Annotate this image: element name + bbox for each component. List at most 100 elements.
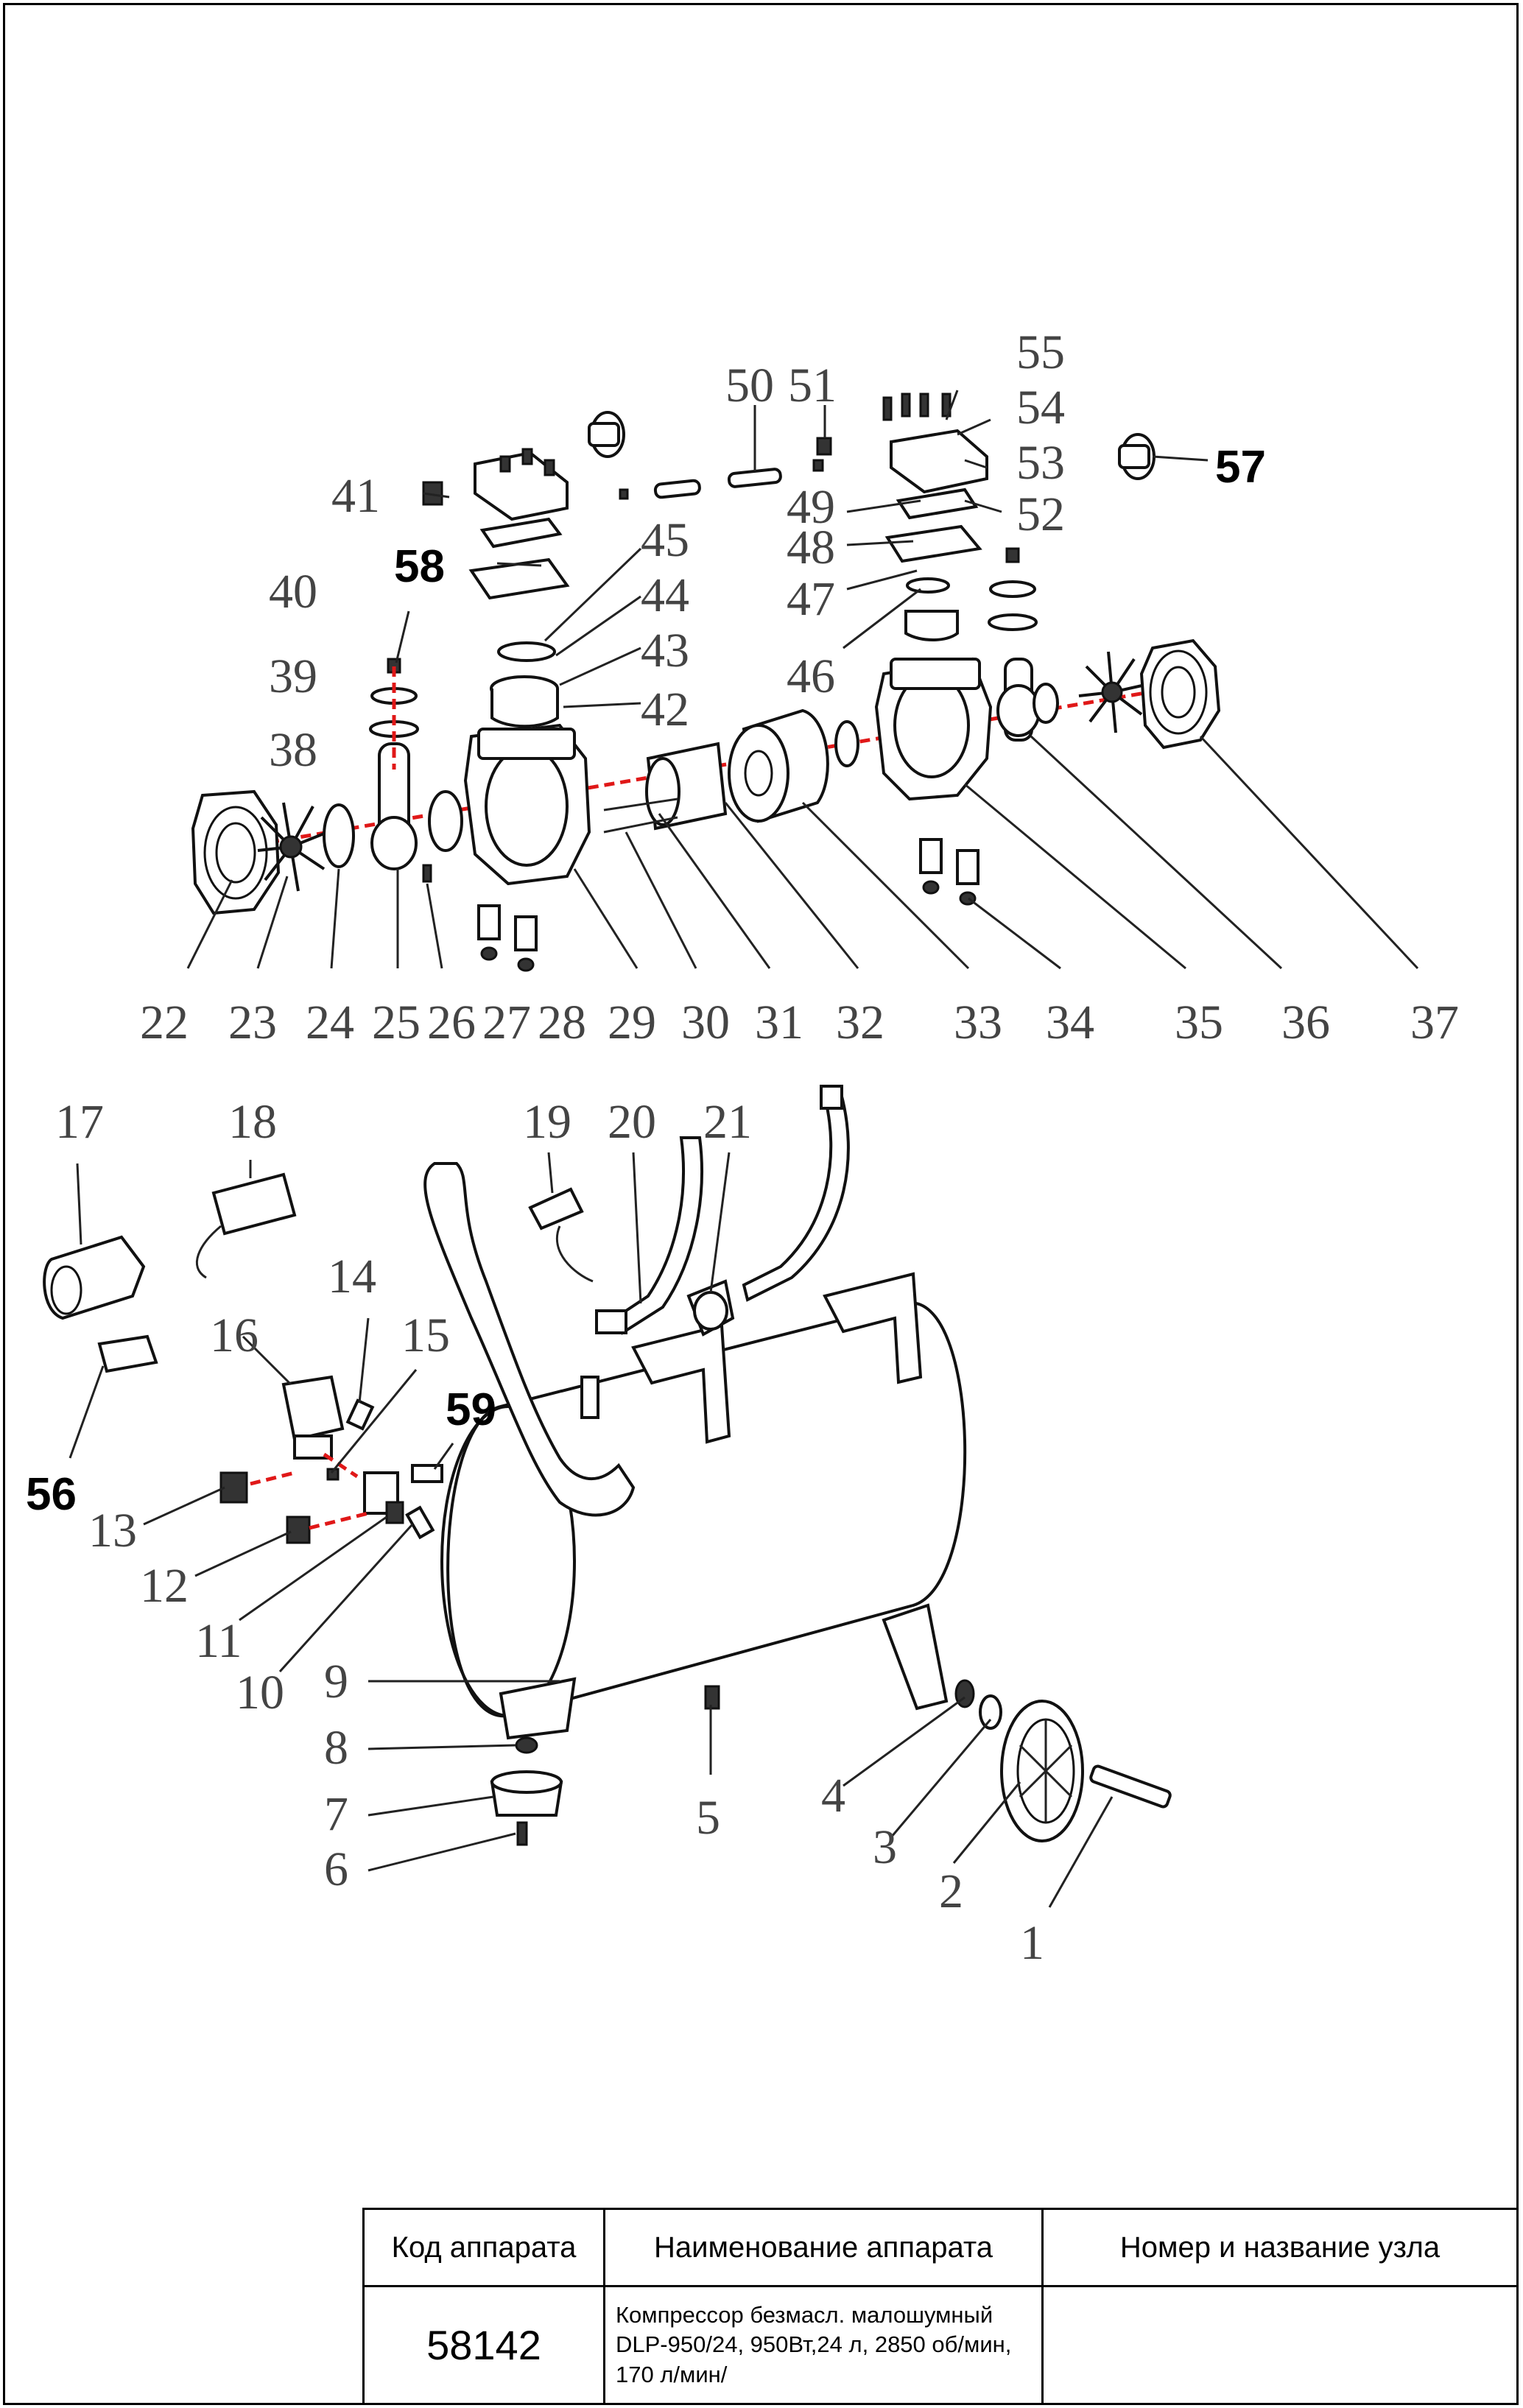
fitting-15	[326, 1468, 340, 1481]
callout-10: 10	[236, 1666, 284, 1719]
callout-32: 32	[836, 996, 884, 1049]
washer-3	[979, 1694, 1002, 1730]
callout-59: 59	[446, 1384, 496, 1435]
callout-27: 27	[482, 996, 531, 1049]
callout-17: 17	[55, 1095, 104, 1149]
check-valve-21	[686, 1279, 735, 1337]
callout-52: 52	[1016, 487, 1065, 541]
callout-12: 12	[140, 1559, 189, 1613]
fitting-59	[411, 1464, 443, 1483]
callout-47: 47	[787, 572, 835, 626]
outlet-pipe	[742, 1085, 850, 1302]
rotor	[603, 742, 728, 834]
callout-40: 40	[269, 565, 317, 619]
callout-24: 24	[306, 996, 354, 1049]
callout-34: 34	[1046, 996, 1094, 1049]
capacitor-18	[195, 1172, 297, 1279]
wheel	[1000, 1700, 1084, 1842]
stator	[728, 708, 829, 823]
fan-right	[1078, 651, 1146, 733]
callout-11: 11	[195, 1614, 242, 1668]
fan-left	[257, 802, 328, 892]
gauge-12	[286, 1515, 311, 1544]
washer-right-1	[989, 580, 1036, 598]
rear-foot	[882, 1603, 949, 1711]
axle-bolt	[1089, 1764, 1172, 1809]
callout-36: 36	[1281, 996, 1330, 1049]
callout-2: 2	[939, 1865, 963, 1918]
callout-48: 48	[787, 521, 835, 574]
callout-labels: 22 23 24 25 26 27 28 29 30 31 32 33 34 3…	[26, 325, 1459, 1970]
callout-45: 45	[641, 513, 689, 567]
callout-37: 37	[1410, 996, 1459, 1049]
fan-guard-left	[191, 789, 281, 915]
callout-14: 14	[328, 1250, 376, 1303]
callout-53: 53	[1016, 436, 1065, 490]
callout-19: 19	[523, 1095, 571, 1149]
callout-25: 25	[372, 996, 421, 1049]
callout-51: 51	[788, 359, 837, 412]
fan-guard-right	[1139, 638, 1221, 750]
callout-29: 29	[608, 996, 656, 1049]
callout-13: 13	[88, 1504, 137, 1557]
nut-8	[515, 1736, 538, 1754]
rubber-foot-34b	[956, 849, 979, 906]
callout-41: 41	[331, 469, 380, 523]
callout-8: 8	[324, 1721, 348, 1775]
motor-housing-right	[874, 657, 993, 801]
callout-9: 9	[324, 1655, 348, 1708]
apparatus-code: 58142	[362, 2285, 605, 2405]
hose-20	[595, 1136, 703, 1335]
rubber-foot-7	[490, 1770, 563, 1817]
callout-20: 20	[608, 1095, 656, 1149]
callout-39: 39	[269, 649, 317, 703]
callout-42: 42	[641, 683, 689, 736]
rubber-foot-27	[477, 904, 501, 961]
callout-58: 58	[394, 541, 445, 592]
safety-valve-14	[345, 1398, 375, 1431]
pump-assembly	[186, 390, 1419, 972]
motor-housing-left	[463, 723, 591, 886]
callout-15: 15	[401, 1309, 450, 1362]
callout-1: 1	[1020, 1916, 1044, 1970]
washer-24	[323, 803, 355, 868]
drawing-frame	[3, 3, 1519, 2405]
callout-22: 22	[140, 996, 189, 1049]
callout-57: 57	[1215, 442, 1266, 493]
callout-49: 49	[787, 480, 835, 534]
header-name: Наименование аппарата	[603, 2208, 1044, 2287]
callout-56: 56	[26, 1469, 77, 1520]
header-unit: Номер и название узла	[1041, 2208, 1519, 2287]
thermal-relay-17	[43, 1235, 146, 1320]
unloader-valve-19	[528, 1187, 594, 1283]
pressure-switch	[281, 1375, 345, 1460]
tank-fitting	[580, 1376, 599, 1419]
callout-33: 33	[954, 996, 1002, 1049]
bolt-6	[516, 1821, 528, 1846]
tank-assembly	[43, 1085, 1172, 1908]
manifold-11	[363, 1471, 404, 1524]
callout-35: 35	[1175, 996, 1223, 1049]
header-code: Код аппарата	[362, 2208, 605, 2287]
callout-28: 28	[538, 996, 586, 1049]
callout-4: 4	[821, 1769, 845, 1823]
screw-right	[1005, 547, 1020, 563]
gauge-13	[219, 1471, 248, 1504]
callout-3: 3	[873, 1820, 897, 1874]
ring-right-1	[988, 613, 1038, 631]
air-filter-top	[588, 411, 625, 458]
callout-44: 44	[641, 568, 689, 622]
callout-6: 6	[324, 1842, 348, 1896]
bearing-right	[834, 720, 859, 767]
callout-23: 23	[228, 996, 277, 1049]
callout-7: 7	[324, 1787, 348, 1841]
air-tank	[440, 1301, 967, 1718]
callout-18: 18	[228, 1095, 277, 1149]
callout-26: 26	[427, 996, 476, 1049]
bearing-left	[428, 790, 463, 852]
title-block: Код аппарата Наименование аппарата Номер…	[362, 2208, 1519, 2405]
callout-55: 55	[1016, 325, 1065, 379]
apparatus-name: Компрессор безмасл. малошумный DLP-950/2…	[603, 2285, 1044, 2405]
drain-valve	[704, 1685, 720, 1710]
